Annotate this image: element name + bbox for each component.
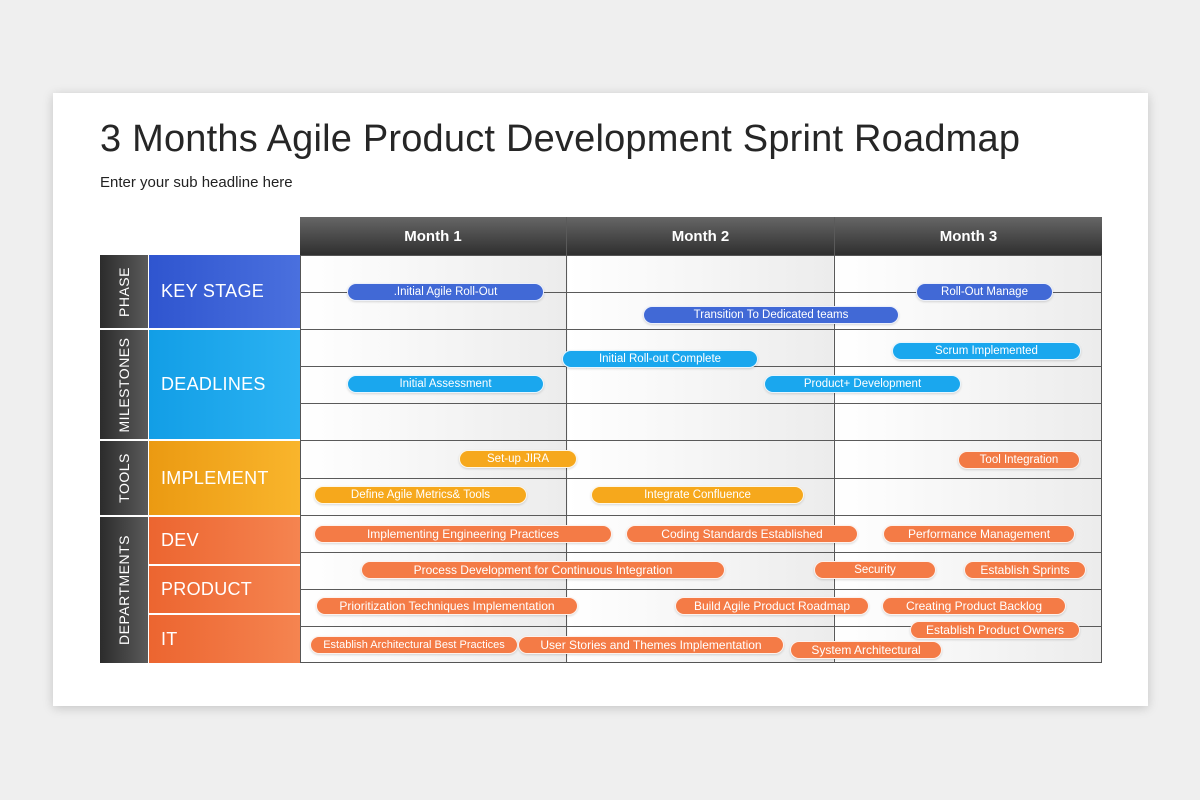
task-establish-sprints[interactable]: Establish Sprints: [964, 561, 1086, 579]
task-initial-rollout-complete[interactable]: Initial Roll-out Complete: [562, 350, 758, 368]
task-system-architectural[interactable]: System Architectural: [790, 641, 942, 659]
grid-line: [300, 552, 1102, 553]
row-label-dev: DEV: [149, 517, 300, 566]
grid-line: [300, 515, 1102, 516]
task-product-development[interactable]: Product+ Development: [764, 375, 961, 393]
task-product-backlog[interactable]: Creating Product Backlog: [882, 597, 1066, 615]
task-process-development[interactable]: Process Development for Continuous Integ…: [361, 561, 725, 579]
category-milestones: MILESTONES: [100, 330, 148, 441]
category-phase-label: PHASE: [116, 266, 132, 317]
grid-line: [300, 403, 1102, 404]
page-subtitle: Enter your sub headline here: [100, 174, 293, 191]
month-3-header: Month 3: [835, 217, 1102, 255]
category-departments: DEPARTMENTS: [100, 517, 148, 663]
grid-line: [300, 440, 1102, 441]
row-label-it: IT: [149, 615, 300, 663]
category-tools: TOOLS: [100, 441, 148, 517]
task-tool-integration[interactable]: Tool Integration: [958, 451, 1080, 469]
task-engineering-practices[interactable]: Implementing Engineering Practices: [314, 525, 612, 543]
task-product-owners[interactable]: Establish Product Owners: [910, 621, 1080, 639]
task-prioritization[interactable]: Prioritization Techniques Implementation: [316, 597, 578, 615]
grid-line: [300, 329, 1102, 330]
row-label-key-stage: KEY STAGE: [149, 255, 300, 330]
category-phase: PHASE: [100, 255, 148, 330]
page-title: 3 Months Agile Product Development Sprin…: [100, 118, 1021, 160]
task-integrate-confluence[interactable]: Integrate Confluence: [591, 486, 804, 504]
task-rollout-manage[interactable]: Roll-Out Manage: [916, 283, 1053, 301]
task-initial-agile-rollout[interactable]: .Initial Agile Roll-Out: [347, 283, 544, 301]
task-user-stories[interactable]: User Stories and Themes Implementation: [518, 636, 784, 654]
row-label-deadlines: DEADLINES: [149, 330, 300, 441]
task-architectural-practices[interactable]: Establish Architectural Best Practices: [310, 636, 518, 654]
month-1-header: Month 1: [300, 217, 567, 255]
grid-line: [300, 478, 1102, 479]
month-2-header: Month 2: [567, 217, 835, 255]
task-performance-management[interactable]: Performance Management: [883, 525, 1075, 543]
row-label-product: PRODUCT: [149, 566, 300, 615]
row-label-implement: IMPLEMENT: [149, 441, 300, 517]
task-define-metrics[interactable]: Define Agile Metrics& Tools: [314, 486, 527, 504]
grid-line: [300, 589, 1102, 590]
task-setup-jira[interactable]: Set-up JIRA: [459, 450, 577, 468]
category-departments-label: DEPARTMENTS: [116, 535, 132, 645]
task-build-roadmap[interactable]: Build Agile Product Roadmap: [675, 597, 869, 615]
grid-line: [300, 292, 1102, 293]
task-initial-assessment[interactable]: Initial Assessment: [347, 375, 544, 393]
category-milestones-label: MILESTONES: [116, 337, 132, 432]
task-transition-teams[interactable]: Transition To Dedicated teams: [643, 306, 899, 324]
category-tools-label: TOOLS: [116, 453, 132, 503]
grid-line: [300, 626, 1102, 627]
task-security[interactable]: Security: [814, 561, 936, 579]
task-scrum-implemented[interactable]: Scrum Implemented: [892, 342, 1081, 360]
task-coding-standards[interactable]: Coding Standards Established: [626, 525, 858, 543]
